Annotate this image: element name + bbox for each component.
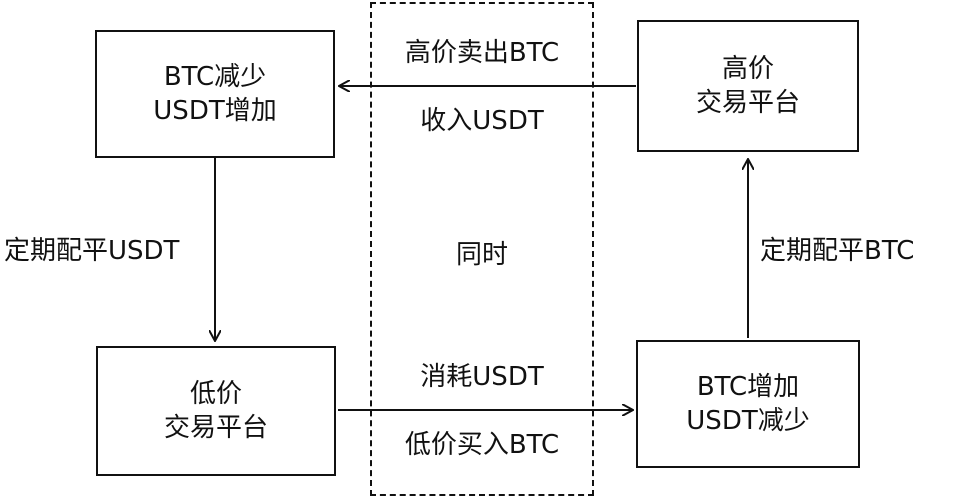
label-buy-low-btc: 低价买入BTC <box>404 430 560 460</box>
box-low-price-exchange: 低价 交易平台 <box>96 346 336 476</box>
simultaneous-region <box>370 2 594 496</box>
box-line: 高价 <box>721 54 774 84</box>
label-sell-high-btc: 高价卖出BTC <box>404 38 560 68</box>
label-receive-usdt: 收入USDT <box>420 106 544 136</box>
box-line: USDT增加 <box>153 96 277 126</box>
label-consume-usdt: 消耗USDT <box>420 362 544 392</box>
label-rebalance-btc: 定期配平BTC <box>760 236 915 266</box>
box-high-price-exchange: 高价 交易平台 <box>637 20 859 152</box>
box-btc-decrease-usdt-increase: BTC减少 USDT增加 <box>95 30 335 158</box>
box-line: BTC减少 <box>163 62 267 92</box>
label-rebalance-usdt: 定期配平USDT <box>4 236 180 266</box>
box-line: BTC增加 <box>696 372 800 402</box>
box-btc-increase-usdt-decrease: BTC增加 USDT减少 <box>636 340 860 468</box>
box-line: 低价 <box>189 379 242 409</box>
box-line: USDT减少 <box>686 406 810 436</box>
label-simultaneous: 同时 <box>455 240 508 270</box>
box-line: 交易平台 <box>163 413 268 443</box>
box-line: 交易平台 <box>695 88 800 118</box>
